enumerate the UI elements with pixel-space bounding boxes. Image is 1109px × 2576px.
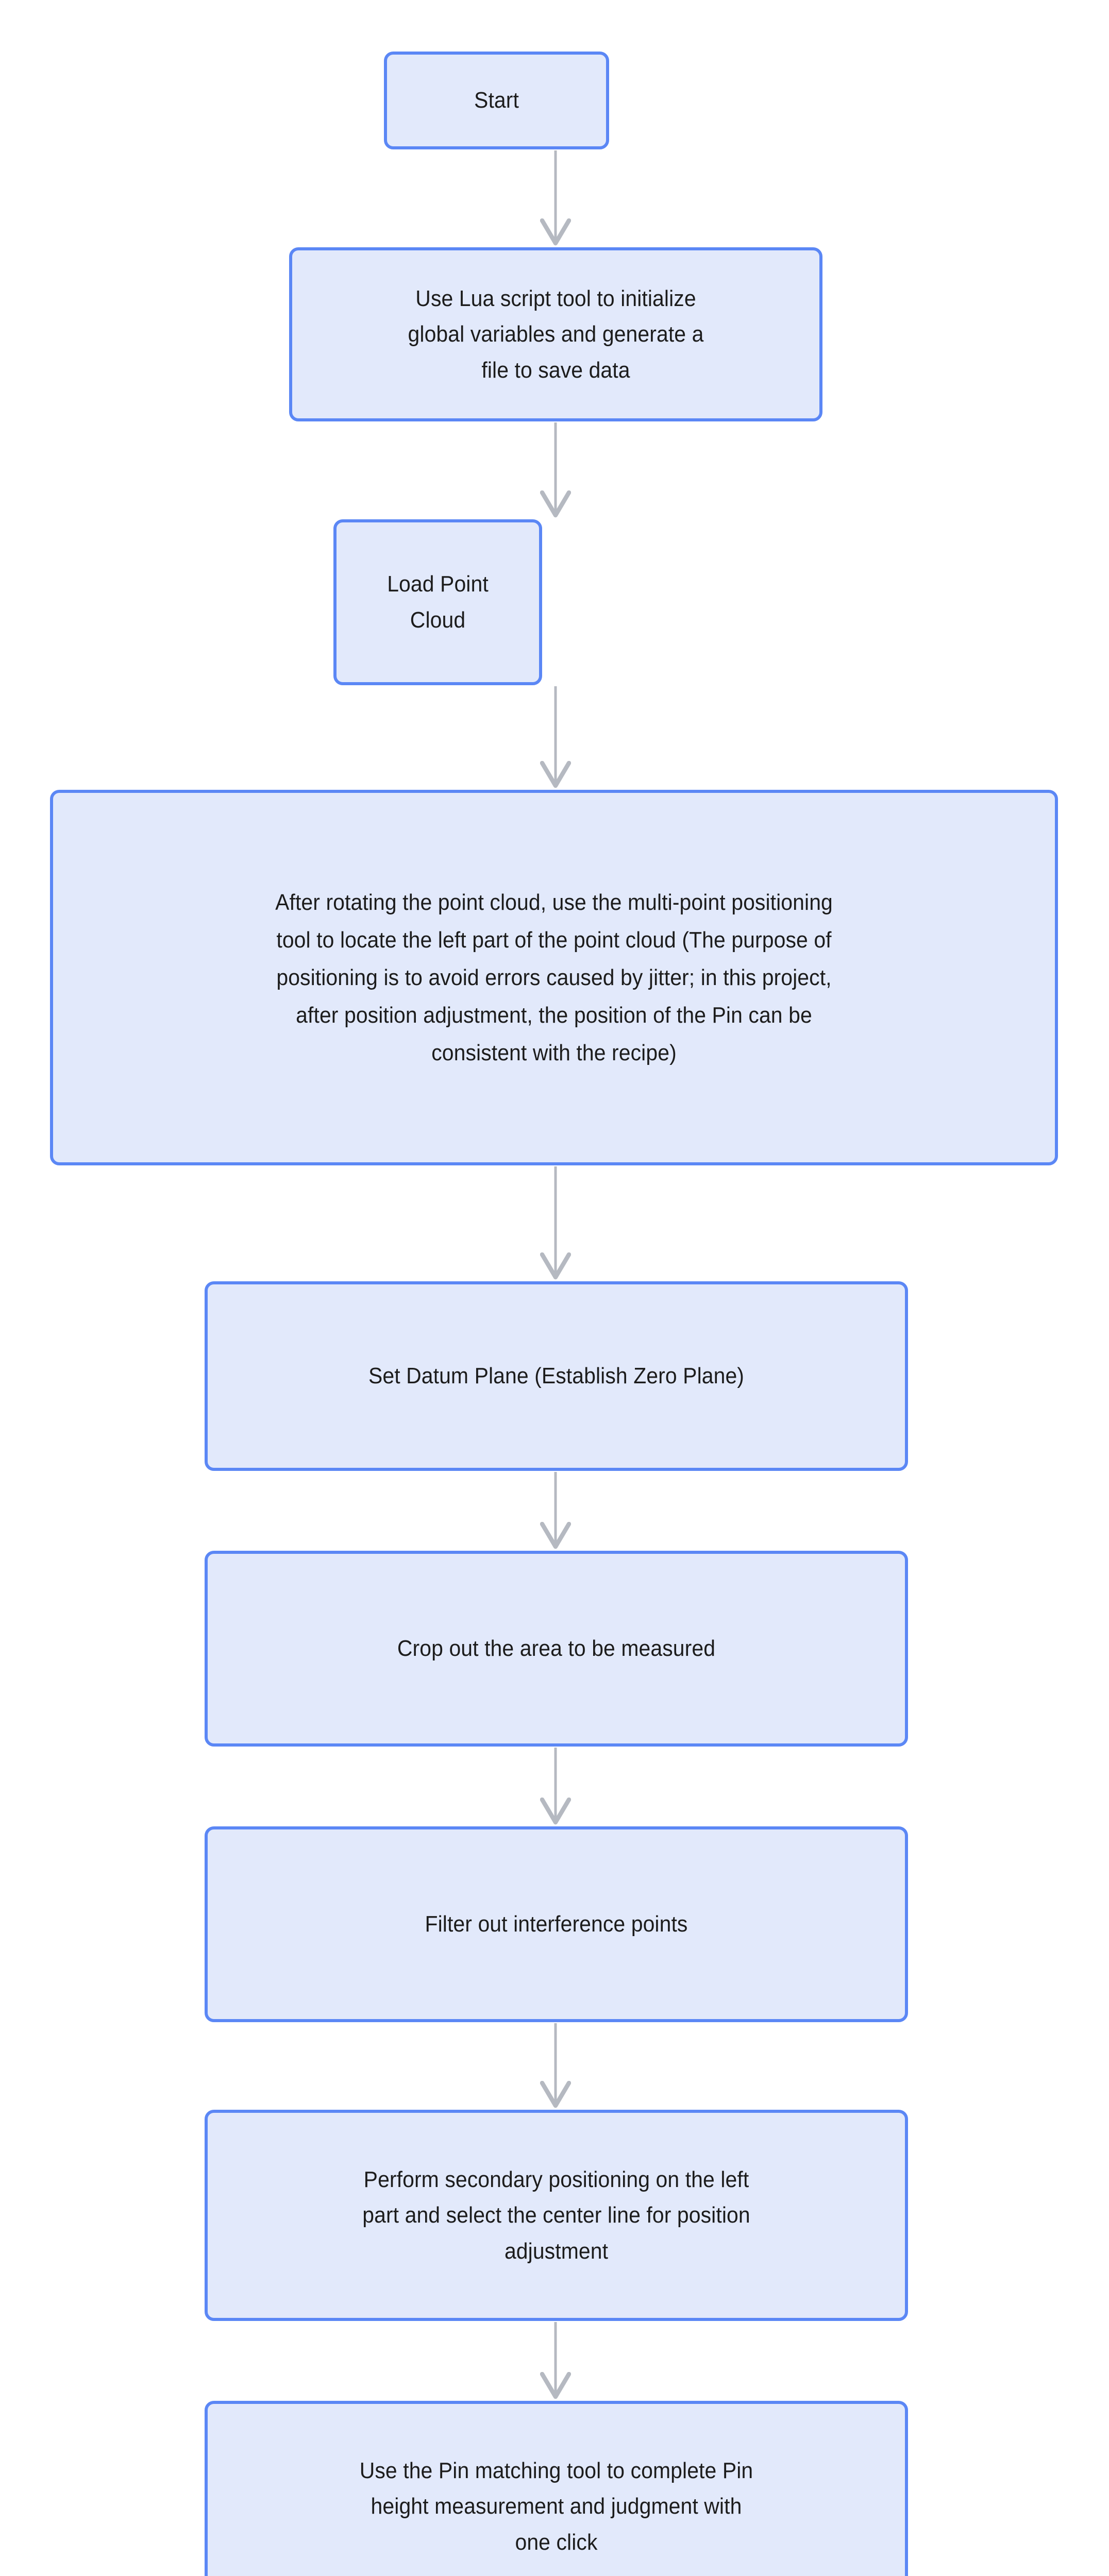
node-secondary-positioning-label: Perform secondary positioning on the lef… bbox=[362, 2166, 750, 2264]
node-filter-interference-points[interactable]: Filter out interference points bbox=[205, 1826, 908, 2022]
node-start-label: Start bbox=[474, 88, 519, 113]
node-lua-init[interactable]: Use Lua script tool to initialize global… bbox=[289, 247, 822, 421]
node-crop-area[interactable]: Crop out the area to be measured bbox=[205, 1551, 908, 1747]
node-load-point-cloud[interactable]: Load Point Cloud bbox=[333, 519, 542, 685]
node-set-datum-plane-label: Set Datum Plane (Establish Zero Plane) bbox=[368, 1363, 745, 1389]
node-start[interactable]: Start bbox=[384, 52, 609, 149]
node-filter-interference-points-label: Filter out interference points bbox=[425, 1911, 688, 1937]
node-crop-area-label: Crop out the area to be measured bbox=[397, 1636, 716, 1662]
node-multi-point-positioning-label: After rotating the point cloud, use the … bbox=[275, 889, 833, 1066]
node-pin-matching-tool-label: Use the Pin matching tool to complete Pi… bbox=[359, 2458, 753, 2555]
node-set-datum-plane[interactable]: Set Datum Plane (Establish Zero Plane) bbox=[205, 1281, 908, 1471]
node-secondary-positioning[interactable]: Perform secondary positioning on the lef… bbox=[205, 2110, 908, 2321]
node-multi-point-positioning[interactable]: After rotating the point cloud, use the … bbox=[50, 790, 1058, 1165]
node-pin-matching-tool[interactable]: Use the Pin matching tool to complete Pi… bbox=[205, 2401, 908, 2576]
node-load-point-cloud-label: Load Point Cloud bbox=[387, 571, 489, 633]
node-lua-init-label: Use Lua script tool to initialize global… bbox=[408, 285, 704, 383]
